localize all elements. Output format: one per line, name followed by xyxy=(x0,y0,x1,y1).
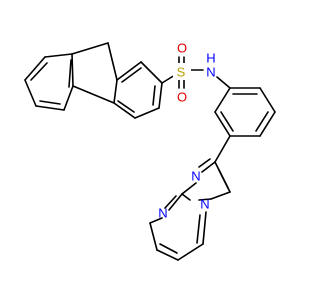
bridgehead-nitrogen-atom-label: N xyxy=(200,197,209,212)
bond xyxy=(156,249,179,261)
bond xyxy=(107,42,118,81)
bond xyxy=(259,111,276,137)
bond xyxy=(259,87,276,113)
bond xyxy=(168,193,183,211)
bond xyxy=(201,161,216,173)
amide-hydrogen-atom-label: H xyxy=(206,51,215,66)
bond xyxy=(39,100,61,105)
bond xyxy=(44,53,73,58)
bond xyxy=(161,74,176,84)
bond xyxy=(158,82,163,109)
bond xyxy=(113,79,118,104)
bond xyxy=(164,195,177,209)
bond-lines xyxy=(24,42,276,261)
bond xyxy=(181,182,197,195)
bond xyxy=(181,193,191,201)
bond xyxy=(198,198,212,201)
bond xyxy=(220,111,234,132)
amide-nitrogen-atom-label: N xyxy=(206,65,215,80)
bond xyxy=(177,243,204,261)
bond xyxy=(152,85,156,106)
bond xyxy=(214,135,231,163)
bond xyxy=(196,214,201,244)
bond xyxy=(63,85,74,111)
bond xyxy=(198,158,211,168)
bond xyxy=(202,211,207,245)
bond xyxy=(214,111,231,137)
oxygen-atom-label: O xyxy=(177,90,187,105)
bond xyxy=(134,107,160,119)
bond xyxy=(149,222,158,251)
bond xyxy=(149,217,163,224)
atom-labels: S O O N H N N N xyxy=(158,41,215,221)
bond xyxy=(117,100,135,113)
bond xyxy=(121,67,142,83)
sulfur-atom-label: S xyxy=(177,65,186,80)
bond xyxy=(30,62,48,81)
oxygen-atom-label: O xyxy=(177,41,187,56)
bond xyxy=(113,102,136,119)
bond xyxy=(71,53,74,87)
molecule-structure: S O O N H N N N xyxy=(24,41,276,261)
bond xyxy=(68,59,72,88)
bond xyxy=(214,87,231,113)
bond xyxy=(216,76,231,89)
bond xyxy=(24,79,37,107)
bond xyxy=(140,61,163,84)
imidazole-nitrogen-atom-label: N xyxy=(191,169,200,184)
bond xyxy=(71,42,109,55)
pyrimidine-nitrogen-atom-label: N xyxy=(158,206,167,221)
bond xyxy=(255,111,269,132)
bond xyxy=(72,85,115,104)
bond xyxy=(210,191,231,200)
bond xyxy=(218,169,229,189)
bond xyxy=(116,61,142,81)
bond xyxy=(35,105,65,111)
bond xyxy=(24,56,46,81)
bond xyxy=(159,243,178,254)
label-backdrop xyxy=(173,63,191,80)
